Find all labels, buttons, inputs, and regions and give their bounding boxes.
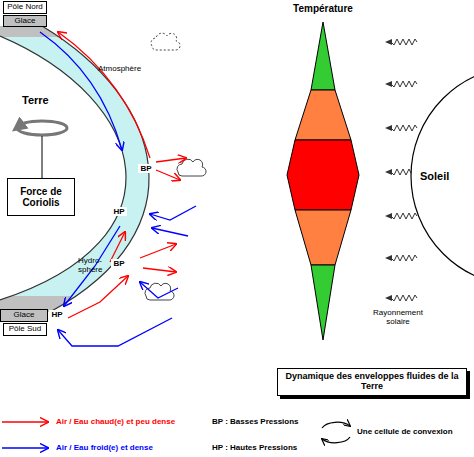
temperature-gauge — [287, 22, 359, 340]
rotation-symbol — [17, 121, 67, 135]
earth-surface — [0, 36, 126, 300]
ice-label-box: Glace — [3, 15, 47, 27]
pole-label-box: Pôle Sud — [3, 323, 47, 336]
cloud — [151, 33, 180, 50]
node-text: Dynamique des enveloppes fluides de la T… — [278, 372, 466, 392]
force-box: Force de Coriolis — [7, 178, 75, 216]
legend-warm-arrow — [2, 421, 48, 422]
node-text: Force de Coriolis — [8, 186, 74, 208]
pressure-label: HP — [49, 310, 65, 319]
earth-label: Terre — [22, 94, 62, 107]
legend-convection-cell — [322, 422, 350, 443]
node-text: Glace — [15, 17, 36, 26]
ice-label-box: Glace — [0, 309, 48, 322]
cloud — [177, 159, 206, 176]
warm-flows — [58, 32, 186, 318]
legend-cold-arrow — [2, 447, 48, 448]
sphere-label: Atmosphère — [98, 64, 148, 73]
node-text: Soleil — [420, 170, 449, 182]
legend-text: Une cellule de convexion — [357, 427, 453, 436]
sphere-label: Hydro- sphère — [78, 256, 112, 274]
caption-box: Dynamique des enveloppes fluides de la T… — [277, 368, 467, 396]
abbreviation-note: BP : Basses Pressions — [212, 417, 312, 426]
radiation-label: Rayonnement solaire — [368, 308, 428, 326]
node-text: Pôle Nord — [7, 3, 43, 12]
sun-disc: Soleil — [408, 64, 474, 288]
node-text: Glace — [14, 311, 35, 320]
hydrosphere-band — [0, 26, 149, 312]
gauge-title: Température — [280, 3, 366, 15]
pressure-label: BP — [111, 259, 127, 268]
rotation-arrow — [18, 124, 22, 127]
legend-text: Air / Eau froid(e) et dense — [56, 443, 153, 452]
rotation-axis — [42, 136, 43, 178]
pressure-label: BP — [138, 164, 154, 173]
pressure-label: HP — [111, 207, 127, 216]
abbreviation-note: HP : Hautes Pressions — [212, 443, 312, 452]
pole-label-box: Pôle Nord — [3, 1, 47, 14]
node-text: Pôle Sud — [9, 325, 41, 334]
legend-text: Air / Eau chaud(e) et peu dense — [56, 417, 175, 426]
